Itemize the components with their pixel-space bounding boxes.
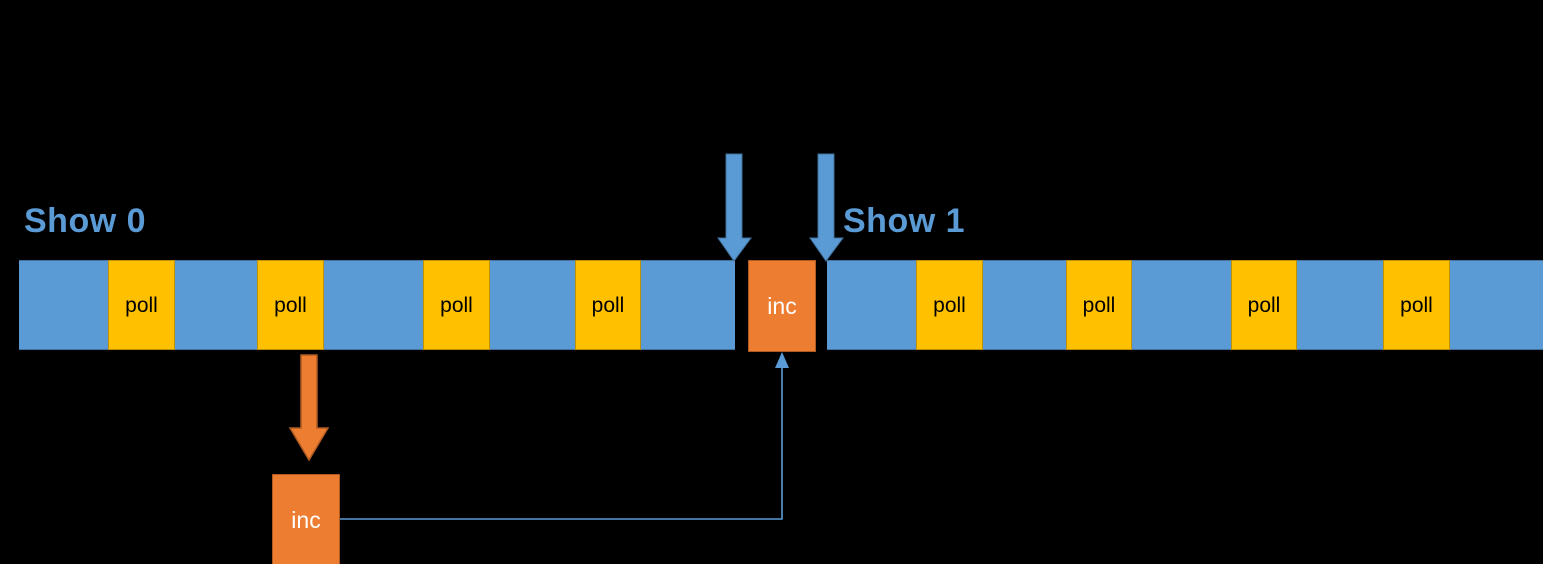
inc-block-timeline: inc xyxy=(748,260,816,352)
timeline-segment-idle xyxy=(1450,260,1543,350)
timeline-segment-idle xyxy=(983,260,1066,350)
timeline-segment-poll: poll xyxy=(1231,260,1297,350)
timeline-segment-idle xyxy=(19,260,108,350)
inc-block-handler: inc xyxy=(272,474,340,564)
timeline-segment-idle xyxy=(175,260,257,350)
timeline-segment-poll: poll xyxy=(1383,260,1450,350)
show-1-timeline: poll poll poll poll xyxy=(827,260,1543,350)
show-0-label: Show 0 xyxy=(24,202,147,240)
show-1-label: Show 1 xyxy=(843,202,966,240)
timeline-segment-poll: poll xyxy=(423,260,490,350)
timeline-segment-poll: poll xyxy=(257,260,324,350)
timeline-segment-poll: poll xyxy=(108,260,175,350)
timeline-segment-idle xyxy=(1297,260,1383,350)
timeline-segment-idle xyxy=(827,260,916,350)
timeline-segment-idle xyxy=(641,260,735,350)
return-connector-arrow-icon xyxy=(340,352,789,520)
show-0-timeline: poll poll poll poll xyxy=(19,260,735,350)
timeline-segment-idle xyxy=(1132,260,1231,350)
dispatch-arrow-icon xyxy=(288,354,330,462)
timeline-segment-idle xyxy=(490,260,575,350)
timeline-segment-poll: poll xyxy=(1066,260,1132,350)
boundary-arrow-right-icon xyxy=(809,153,844,262)
timeline-segment-idle xyxy=(324,260,423,350)
boundary-arrow-left-icon xyxy=(717,153,752,262)
timeline-segment-poll: poll xyxy=(916,260,983,350)
timeline-segment-poll: poll xyxy=(575,260,641,350)
